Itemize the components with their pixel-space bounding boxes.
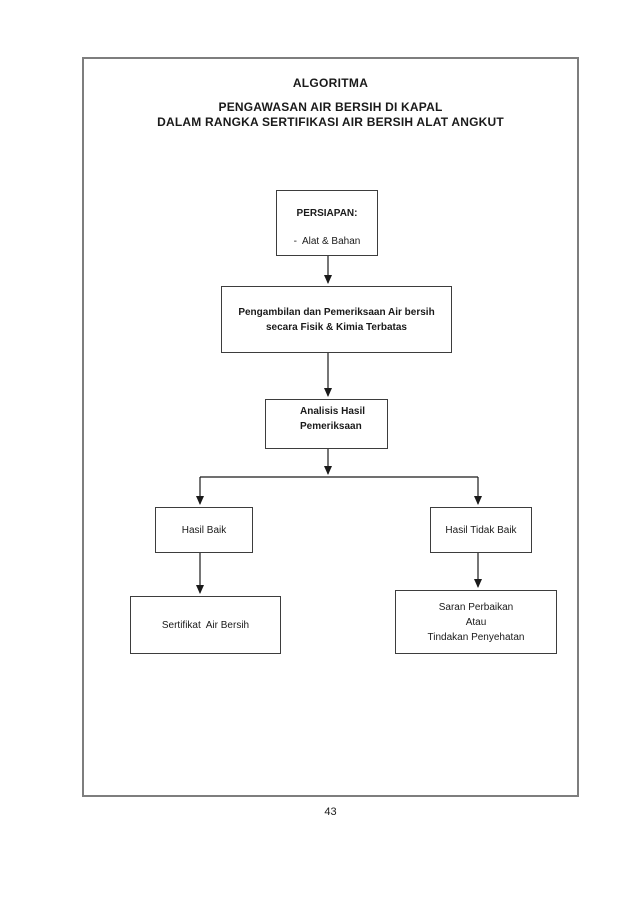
- node-pengambilan-line-2: secara Fisik & Kimia Terbatas: [266, 321, 407, 333]
- page-frame: [82, 57, 579, 797]
- node-sertifikat-label: Sertifikat Air Bersih: [161, 619, 250, 631]
- node-analisis-line-2: Pemeriksaan: [300, 421, 362, 432]
- page-subtitle-line-1: PENGAWASAN AIR BERSIH DI KAPAL: [218, 100, 443, 114]
- page-title: ALGORITMA: [292, 76, 369, 90]
- page-subtitle-line-2: DALAM RANGKA SERTIFIKASI AIR BERSIH ALAT…: [157, 115, 504, 129]
- page-subtitle: PENGAWASAN AIR BERSIH DI KAPAL DALAM RAN…: [62, 100, 599, 130]
- node-saran-line-3: Tindakan Penyehatan: [427, 631, 525, 643]
- node-hasil-baik-label: Hasil Baik: [181, 524, 227, 536]
- node-analisis: Analisis Hasil Pemeriksaan: [265, 399, 388, 449]
- node-pengambilan-line-1: Pengambilan dan Pemeriksaan Air bersih: [238, 306, 435, 318]
- node-saran: Saran Perbaikan Atau Tindakan Penyehatan: [395, 590, 557, 654]
- node-hasil-tidak-baik: Hasil Tidak Baik: [430, 507, 532, 553]
- node-persiapan: PERSIAPAN: - Alat & Bahan: [276, 190, 378, 256]
- node-saran-line-2: Atau: [465, 616, 487, 628]
- node-pengambilan: Pengambilan dan Pemeriksaan Air bersih s…: [221, 286, 452, 353]
- node-hasil-baik: Hasil Baik: [155, 507, 253, 553]
- page-number: 43: [324, 806, 337, 818]
- node-saran-line-1: Saran Perbaikan: [438, 601, 514, 613]
- node-persiapan-item: - Alat & Bahan: [293, 236, 361, 247]
- node-sertifikat: Sertifikat Air Bersih: [130, 596, 281, 654]
- node-analisis-line-1: Analisis Hasil: [300, 406, 366, 417]
- node-persiapan-heading: PERSIAPAN:: [296, 208, 358, 219]
- node-hasil-tidak-baik-label: Hasil Tidak Baik: [445, 524, 517, 536]
